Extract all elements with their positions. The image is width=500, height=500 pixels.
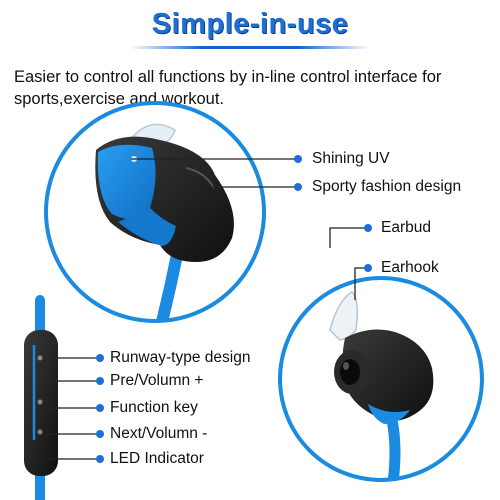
label-function-key: Function key <box>110 399 198 416</box>
label-shining-uv: Shining UV <box>312 150 390 167</box>
label-next-volume-down: Next/Volumn - <box>110 425 208 442</box>
closeup-circle-earphone <box>44 101 266 323</box>
label-pre-volume-up: Pre/Volumn + <box>110 372 204 389</box>
title-underline <box>130 46 370 49</box>
label-runway-design: Runway-type design <box>110 349 251 366</box>
label-sporty-fashion: Sporty fashion design <box>312 178 462 195</box>
label-earhook: Earhook <box>381 259 439 276</box>
inline-remote <box>24 295 58 500</box>
closeup-circle-earbud <box>278 276 484 482</box>
page-title: Simple-in-use <box>151 8 349 40</box>
label-led-indicator: LED Indicator <box>110 450 204 467</box>
label-earbud: Earbud <box>381 219 431 236</box>
